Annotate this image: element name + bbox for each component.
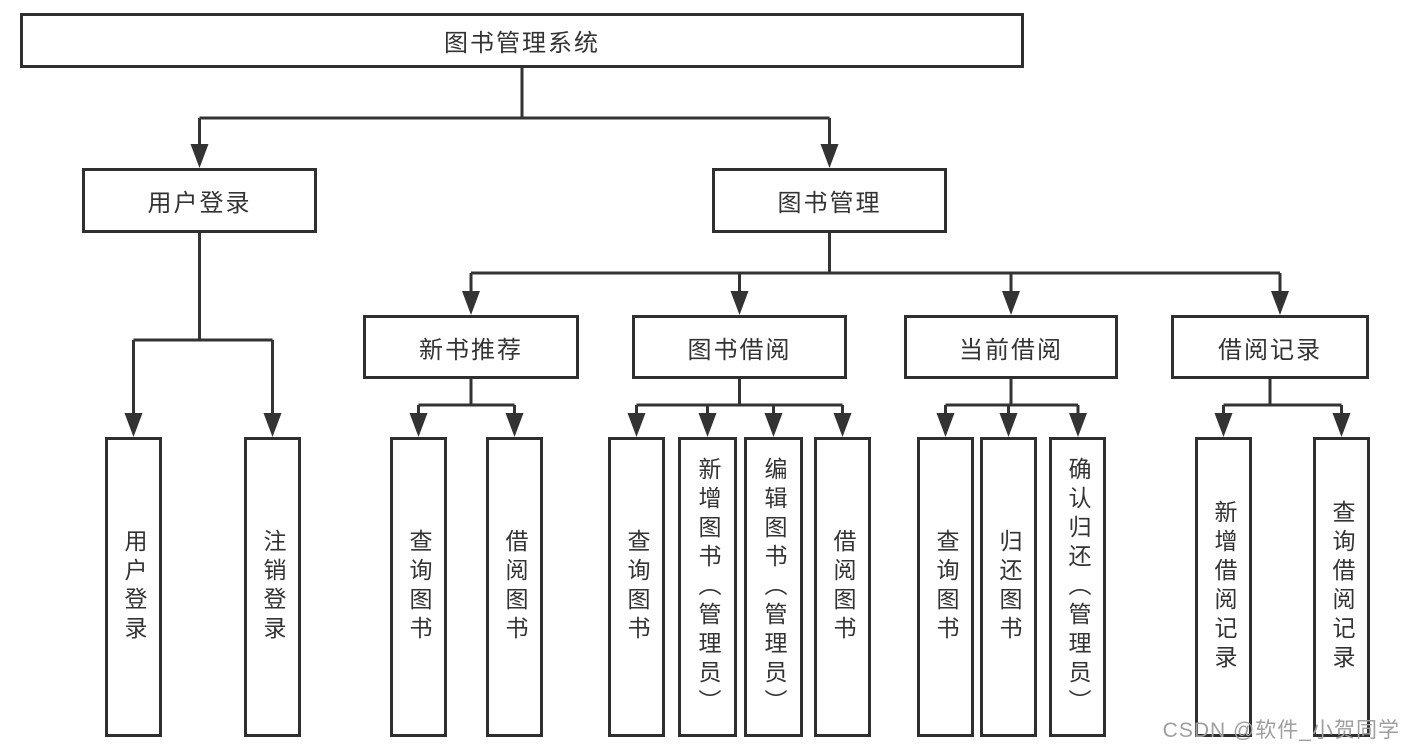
leaf-add-borrow-record-label: 新增借阅记录 <box>1211 500 1237 674</box>
leaf-add-borrow-record: 新增借阅记录 <box>1195 437 1252 737</box>
leaf-borrow-books-label: 借阅图书 <box>830 529 856 645</box>
leaf-logout-label: 注销登录 <box>260 529 286 645</box>
leaf-query-books-label: 查询图书 <box>933 529 959 645</box>
leaf-borrow-books-label: 借阅图书 <box>502 529 528 645</box>
leaf-borrow-books: 借阅图书 <box>814 437 871 737</box>
leaf-logout: 注销登录 <box>244 437 301 737</box>
node-borrow-records-label: 借阅记录 <box>1218 336 1322 364</box>
node-book-borrowing-label: 图书借阅 <box>687 336 792 364</box>
leaf-return-books: 归还图书 <box>980 437 1037 737</box>
node-current-borrowing: 当前借阅 <box>904 315 1118 379</box>
csdn-watermark: CSDN @软件_小贺同学 <box>1162 719 1400 742</box>
node-user-login: 用户登录 <box>82 168 317 233</box>
node-current-borrowing-label: 当前借阅 <box>959 336 1063 364</box>
node-library-system-label: 图书管理系统 <box>444 30 600 57</box>
node-book-management-label: 图书管理 <box>777 190 882 217</box>
leaf-return-books-label: 归还图书 <box>996 529 1022 645</box>
leaf-borrow-books: 借阅图书 <box>486 437 543 737</box>
leaf-query-books-label: 查询图书 <box>406 529 432 645</box>
node-new-book-recommend: 新书推荐 <box>363 315 579 379</box>
leaf-user-login-label: 用户登录 <box>121 529 147 645</box>
leaf-add-books-admin: 新增图书（管理员） <box>678 437 737 737</box>
leaf-query-books: 查询图书 <box>608 437 665 737</box>
leaf-query-books-label: 查询图书 <box>624 529 650 645</box>
leaf-user-login: 用户登录 <box>105 437 162 737</box>
arrowheads <box>124 144 1351 437</box>
leaf-query-books: 查询图书 <box>917 437 974 737</box>
node-borrow-records: 借阅记录 <box>1171 315 1369 379</box>
leaf-confirm-return-admin-label: 确认归还（管理员） <box>1065 456 1091 718</box>
leaf-confirm-return-admin: 确认归还（管理员） <box>1049 437 1106 737</box>
leaf-edit-books-admin-label: 编辑图书（管理员） <box>761 456 787 718</box>
node-book-borrowing: 图书借阅 <box>632 315 847 379</box>
node-new-book-recommend-label: 新书推荐 <box>419 336 523 364</box>
node-library-system: 图书管理系统 <box>20 13 1024 68</box>
leaf-add-books-admin-label: 新增图书（管理员） <box>695 456 721 718</box>
leaf-query-books: 查询图书 <box>390 437 447 737</box>
node-book-management: 图书管理 <box>712 168 947 233</box>
leaf-query-borrow-record-label: 查询借阅记录 <box>1329 500 1355 674</box>
leaf-edit-books-admin: 编辑图书（管理员） <box>744 437 803 737</box>
node-user-login-label: 用户登录 <box>147 190 252 217</box>
leaf-query-borrow-record: 查询借阅记录 <box>1313 437 1370 737</box>
